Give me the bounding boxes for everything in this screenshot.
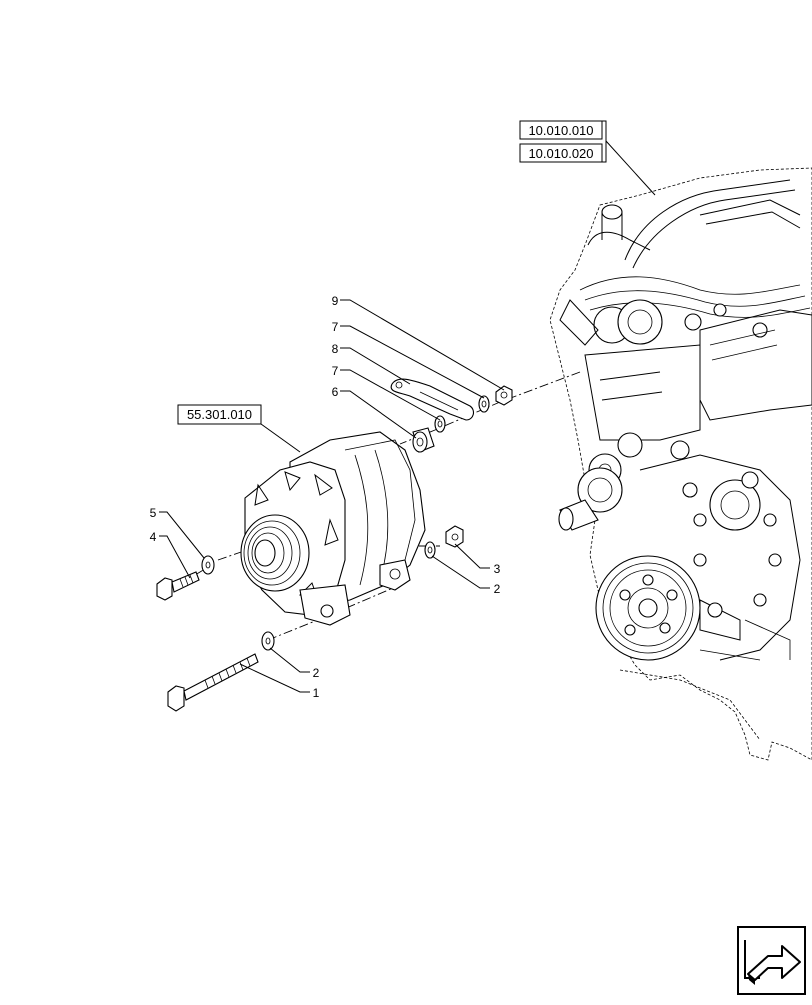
- item-label-washer-lower: 2: [313, 666, 320, 680]
- bolt-long: [167, 653, 259, 712]
- washer-bracket-rear: [478, 395, 490, 413]
- item-label-bolt-short: 4: [150, 530, 157, 544]
- item-label-bolt-long: 1: [313, 686, 320, 700]
- engine-reference-group: 10.010.010 10.010.020: [519, 120, 607, 163]
- item-label-nut-bracket: 9: [332, 294, 339, 308]
- item-label-washer-left: 5: [150, 506, 157, 520]
- item-label-washer-bracket-rear: 7: [332, 320, 339, 334]
- engine-ref-box-2: [519, 143, 603, 163]
- item-label-washer-bracket-front: 7: [332, 364, 339, 378]
- item-label-washer-right: 2: [494, 582, 501, 596]
- bolt-short: [156, 571, 200, 601]
- engine-ref-2[interactable]: 10.010.020: [528, 146, 593, 161]
- engine-ref-bracket: [602, 120, 607, 163]
- item-label-bracket: 8: [332, 342, 339, 356]
- nut-lower: [445, 525, 464, 548]
- item-label-spacer: 6: [332, 385, 339, 399]
- alternator: [240, 431, 426, 626]
- engine-illustration: [549, 167, 812, 761]
- adjuster-bracket: [390, 378, 475, 421]
- leader-lines: [159, 140, 656, 693]
- engine-ref-1[interactable]: 10.010.010: [528, 123, 593, 138]
- washer-bracket-front: [434, 415, 446, 433]
- nut-bracket: [495, 385, 513, 406]
- washer-lower: [261, 631, 275, 651]
- alternator-ref-box: [177, 404, 262, 425]
- item-number-labels: 9 7 8 7 6 5 4 3 2 2 1: [150, 294, 501, 700]
- washer-right: [424, 541, 436, 559]
- washer-left: [201, 555, 215, 575]
- centerline-lower: [267, 584, 401, 641]
- next-page-arrow-icon[interactable]: [737, 926, 806, 995]
- engine-ref-box-1: [519, 120, 603, 140]
- spacer: [412, 427, 435, 453]
- centerline-short: [194, 565, 211, 576]
- alternator-ref[interactable]: 55.301.010: [187, 407, 252, 422]
- alternator-reference-group: 55.301.010: [177, 404, 262, 425]
- item-label-nut: 3: [494, 562, 501, 576]
